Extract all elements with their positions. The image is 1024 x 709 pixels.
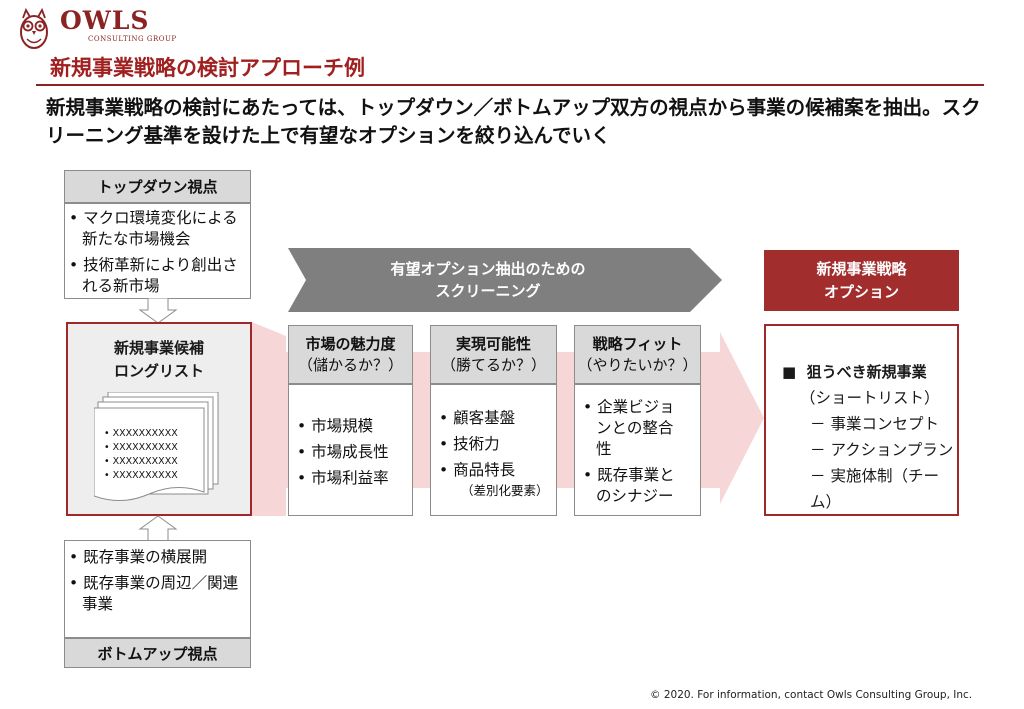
- top-down-item: • マクロ環境変化による新たな市場機会: [69, 209, 238, 248]
- criterion-market-header: 市場の魅力度 （儲かるか？）: [288, 325, 413, 384]
- criterion-item: • 既存事業とのシナジー: [583, 466, 675, 505]
- options-main-sub: （ショートリスト）: [800, 389, 940, 407]
- top-down-item: • 技術革新により創出される新市場: [69, 256, 238, 295]
- brand-name: OWLS: [60, 6, 150, 35]
- options-item: － 実施体制（チーム）: [810, 467, 939, 511]
- criterion-item: • 市場利益率: [297, 469, 389, 487]
- svg-text:• XXXXXXXXXX: • XXXXXXXXXX: [104, 470, 178, 481]
- bottom-up-item: • 既存事業の横展開: [69, 548, 208, 566]
- criterion-strategic-fit-box: • 企業ビジョンとの整合性 • 既存事業とのシナジー: [574, 384, 701, 516]
- svg-text:• XXXXXXXXXX: • XXXXXXXXXX: [104, 442, 178, 453]
- criterion-item: • 技術力: [439, 435, 500, 453]
- down-arrow-icon: [138, 298, 178, 324]
- criterion-note: （差別化要素）: [461, 483, 549, 498]
- criterion-feasibility-box: • 顧客基盤 • 技術力 • 商品特長 （差別化要素）: [430, 384, 557, 516]
- screening-label: 有望オプション抽出のための スクリーニング: [390, 260, 586, 300]
- page-title: 新規事業戦略の検討アプローチ例: [50, 56, 365, 80]
- criterion-item: • 市場成長性: [297, 443, 389, 461]
- criterion-item: • 市場規模: [297, 417, 374, 435]
- bottom-up-item: • 既存事業の周辺／関連事業: [69, 574, 239, 613]
- bottom-up-box: • 既存事業の横展開 • 既存事業の周辺／関連事業: [64, 540, 251, 638]
- copyright: © 2020. For information, contact Owls Co…: [650, 689, 973, 701]
- longlist-items: • XXXXXXXXXX • XXXXXXXXXX • XXXXXXXXXX •…: [104, 428, 178, 481]
- bottom-up-header: ボトムアップ視点: [64, 638, 251, 668]
- svg-text:• XXXXXXXXXX: • XXXXXXXXXX: [104, 428, 178, 439]
- document-stack-icon: • XXXXXXXXXX • XXXXXXXXXX • XXXXXXXXXX •…: [94, 392, 219, 501]
- options-header: 新規事業戦略 オプション: [764, 250, 959, 311]
- criterion-item: • 商品特長: [439, 461, 516, 479]
- top-down-header: トップダウン視点: [64, 170, 251, 203]
- up-arrow-icon: [138, 515, 178, 541]
- longlist-title: 新規事業候補 ロングリスト: [113, 339, 204, 380]
- options-item: － アクションプラン: [810, 441, 954, 459]
- criterion-market-box: • 市場規模 • 市場成長性 • 市場利益率: [288, 384, 413, 516]
- square-bullet-icon: ■: [782, 363, 797, 381]
- owl-logo-icon: [20, 7, 48, 49]
- options-box: ■ 狙うべき新規事業 （ショートリスト） － 事業コンセプト － アクションプラ…: [764, 324, 959, 516]
- top-down-box: • マクロ環境変化による新たな市場機会 • 技術革新により創出される新市場: [64, 203, 251, 299]
- criterion-item: • 企業ビジョンとの整合性: [583, 398, 675, 458]
- options-item: － 事業コンセプト: [810, 415, 939, 433]
- criterion-strategic-fit-header: 戦略フィット （やりたいか？）: [574, 325, 701, 384]
- brand-subtitle: CONSULTING GROUP: [88, 35, 177, 43]
- criterion-feasibility-header: 実現可能性 （勝てるか？）: [430, 325, 557, 384]
- title-divider: [36, 84, 984, 86]
- criterion-item: • 顧客基盤: [439, 409, 516, 427]
- lead-message: 新規事業戦略の検討にあたっては、トップダウン／ボトムアップ双方の視点から事業の候…: [46, 96, 981, 147]
- screening-arrow: [288, 248, 722, 312]
- svg-text:• XXXXXXXXXX: • XXXXXXXXXX: [104, 456, 178, 467]
- options-main: ■ 狙うべき新規事業: [782, 363, 927, 381]
